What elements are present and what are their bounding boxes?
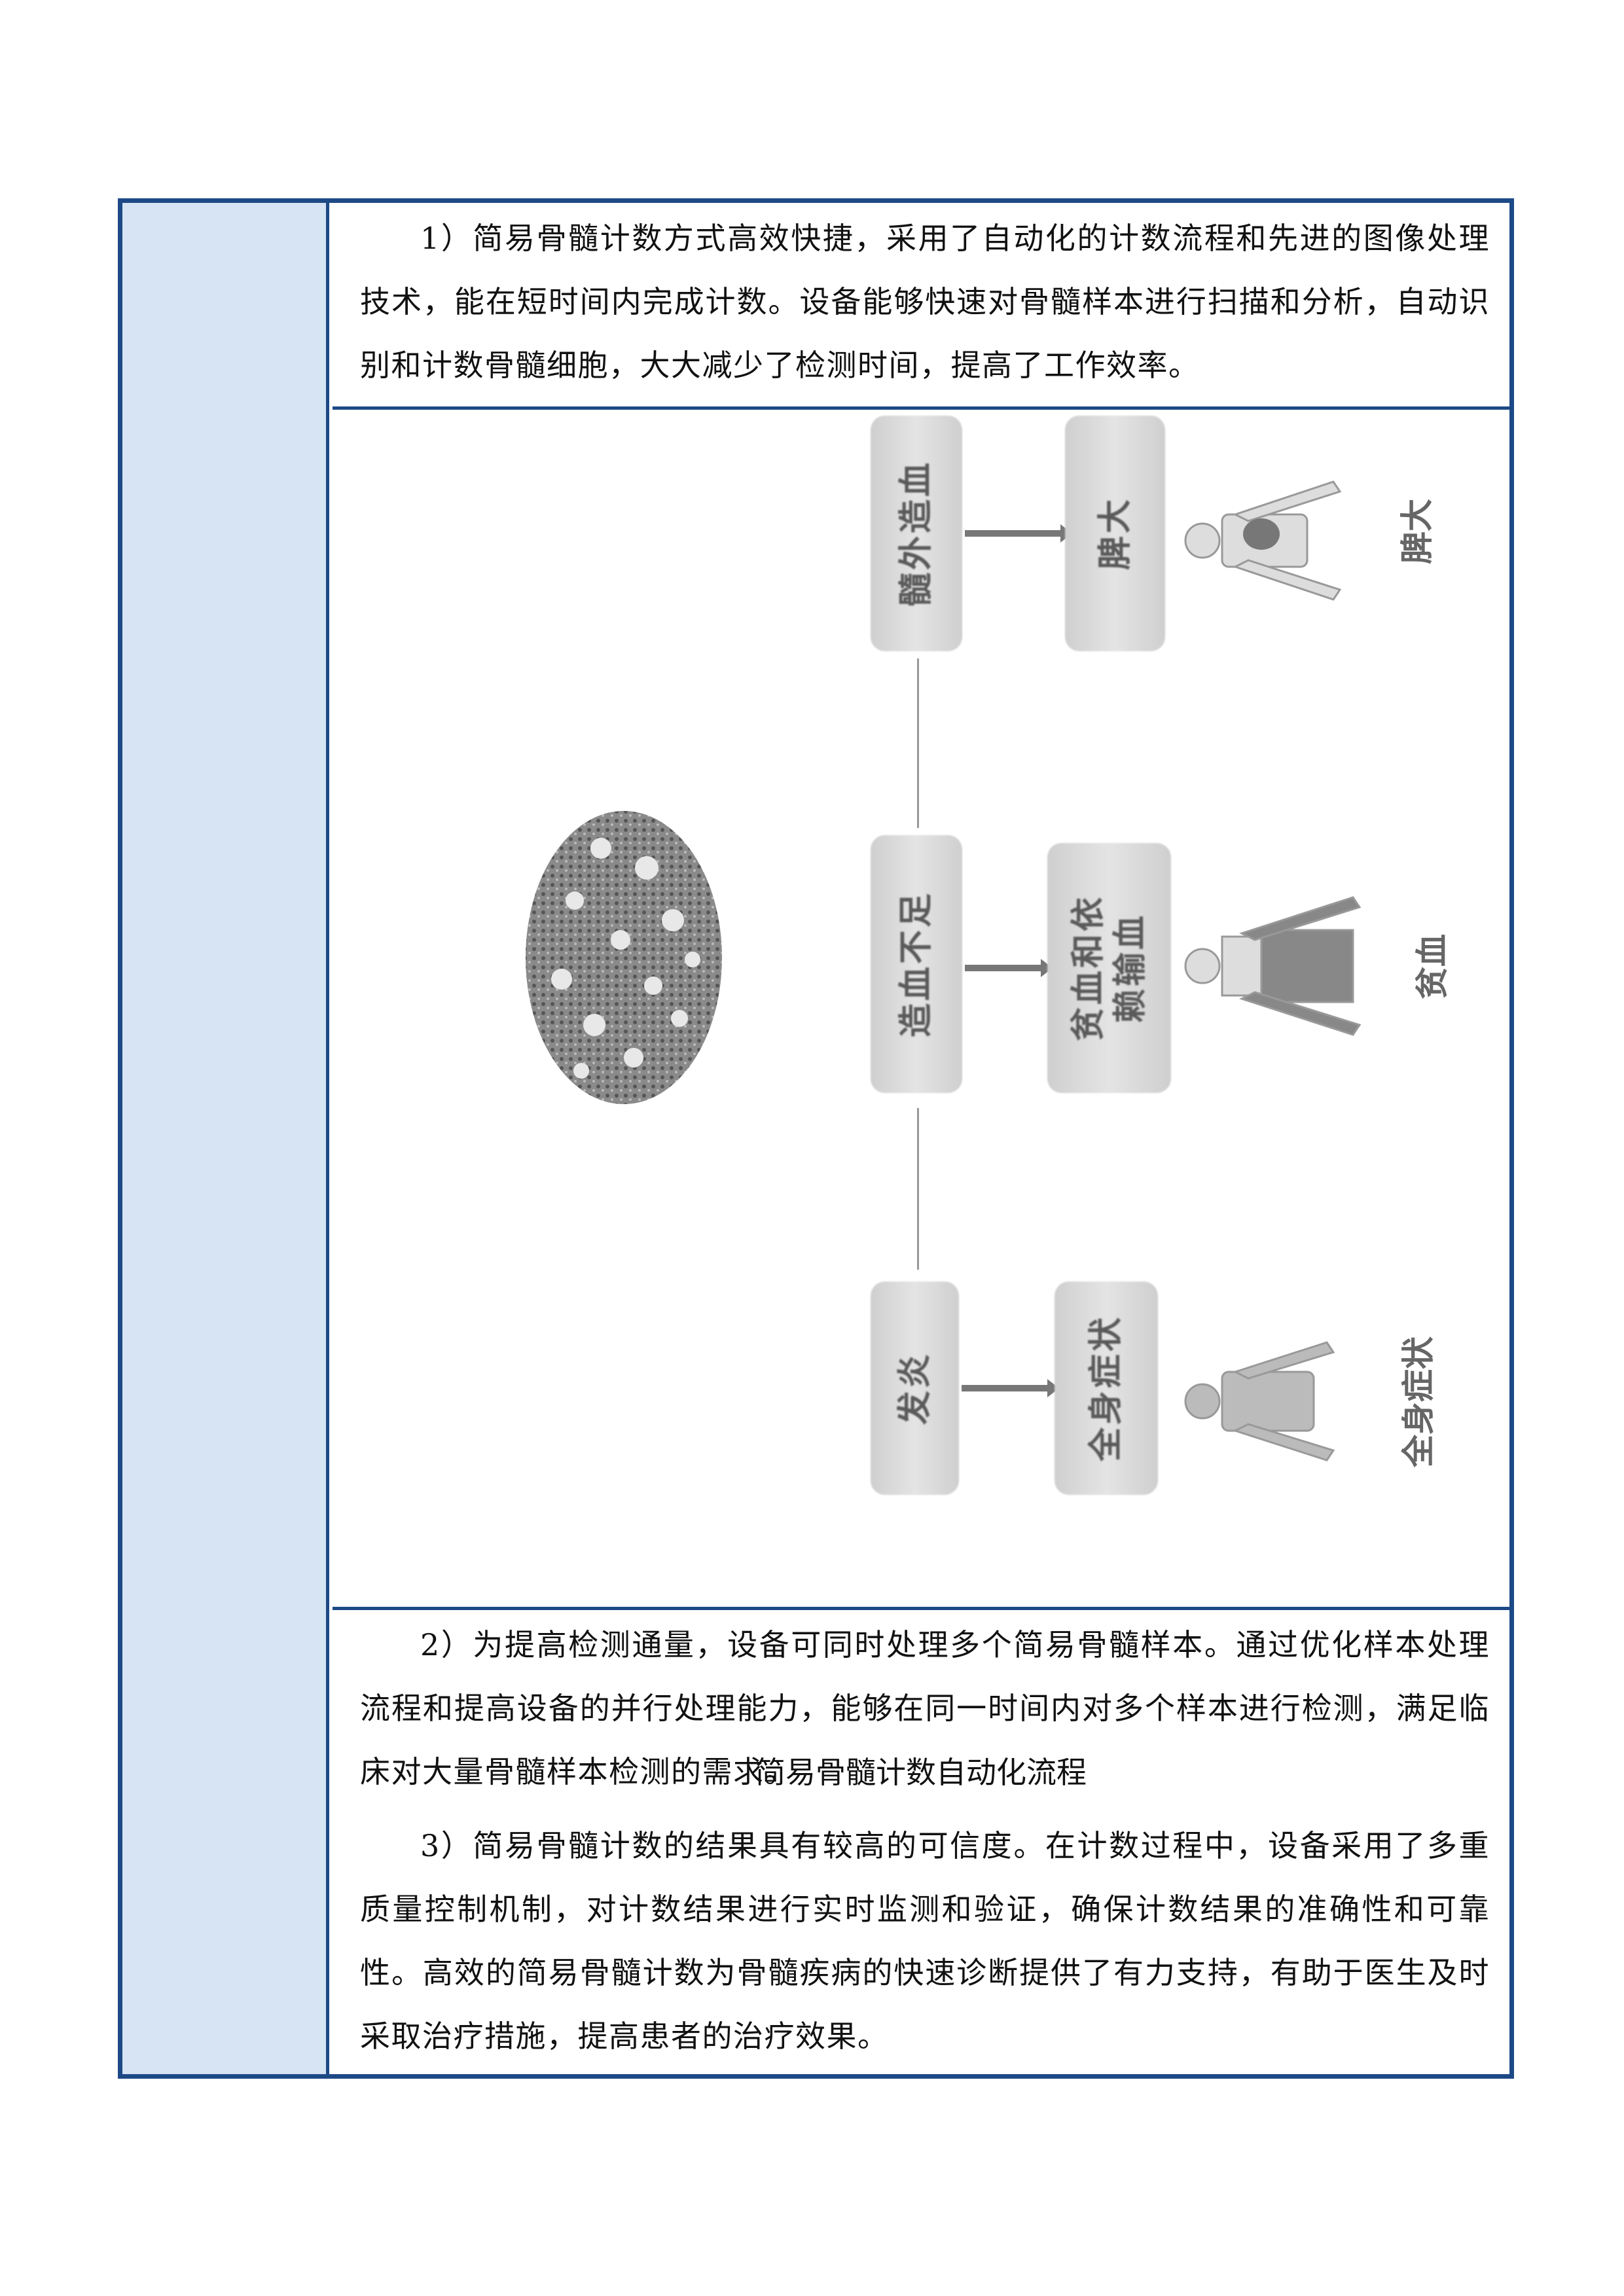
human-figure-icon xyxy=(1184,896,1362,1036)
symptom-label: 脾大 xyxy=(1398,499,1436,564)
row-figure: 髓外造血 脾大 造血不足 贫血和依赖输血 发炎 全身症状 脾大 贫血 全身症状 … xyxy=(333,410,1509,1790)
arrow-right xyxy=(965,959,1053,977)
box-label: 全身症状 xyxy=(1086,1314,1126,1462)
box-label: 造血不足 xyxy=(896,890,936,1038)
box-extramedullary: 髓外造血 xyxy=(871,416,962,651)
box-splenomegaly: 脾大 xyxy=(1065,416,1165,651)
arrow-right xyxy=(965,524,1072,543)
box-label: 脾大 xyxy=(1094,496,1135,571)
human-figure-icon xyxy=(1184,480,1342,601)
box-label: 髓外造血 xyxy=(896,459,936,607)
row-details: 2）为提高检测通量，设备可同时处理多个简易骨髓样本。通过优化样本处理流程和提高设… xyxy=(333,1610,1509,2074)
box-label: 发炎 xyxy=(894,1351,935,1426)
box-inflammation: 发炎 xyxy=(871,1282,959,1495)
human-figure-icon xyxy=(1184,1341,1335,1462)
arrow-vertical xyxy=(917,1108,919,1270)
box-hematopoiesis-insufficient: 造血不足 xyxy=(871,835,962,1093)
symptom-label: 全身症状 xyxy=(1399,1336,1437,1467)
box-anemia-transfusion: 贫血和依赖输血 xyxy=(1047,843,1171,1093)
paragraph-1: 1）简易骨髓计数方式高效快捷，采用了自动化的计数流程和先进的图像处理技术，能在短… xyxy=(360,221,1490,383)
arrow-vertical xyxy=(917,658,919,828)
box-systemic-symptoms: 全身症状 xyxy=(1055,1282,1158,1495)
box-label: 贫血和依赖输血 xyxy=(1068,895,1150,1042)
figure-caption: 简易骨髓计数自动化流程 xyxy=(755,1755,1087,1790)
bone-marrow-image xyxy=(526,811,722,1104)
paragraph-2: 2）为提高检测通量，设备可同时处理多个简易骨髓样本。通过优化样本处理流程和提高设… xyxy=(360,1627,1490,1789)
arrow-right xyxy=(962,1379,1059,1397)
row-intro: 1）简易骨髓计数方式高效快捷，采用了自动化的计数流程和先进的图像处理技术，能在短… xyxy=(333,203,1509,410)
symptom-label: 贫血 xyxy=(1413,934,1451,999)
left-header-cell xyxy=(122,203,329,2074)
paragraph-3: 3）简易骨髓计数的结果具有较高的可信度。在计数过程中，设备采用了多重质量控制机制… xyxy=(360,1828,1490,2054)
content-table: 1）简易骨髓计数方式高效快捷，采用了自动化的计数流程和先进的图像处理技术，能在短… xyxy=(118,198,1514,2079)
